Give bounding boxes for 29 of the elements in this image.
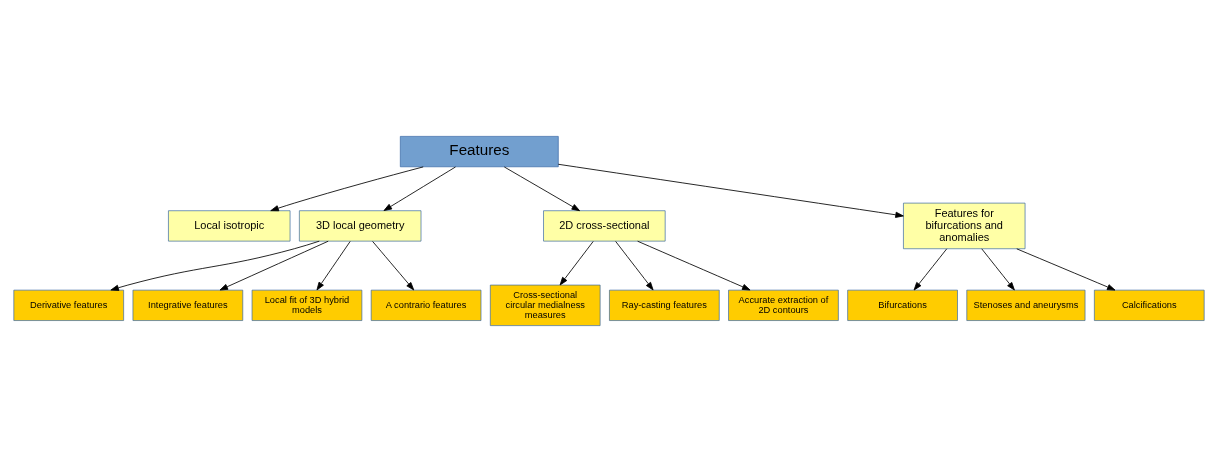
node-box: Ray-casting features (609, 289, 720, 321)
node-box: Calcifications (1094, 289, 1205, 321)
arrow (1016, 248, 1116, 291)
arrow (503, 166, 581, 212)
arrow (615, 240, 654, 291)
node-box: 2D cross-sectional (543, 210, 666, 242)
node-box: 3D local geometry (299, 210, 422, 242)
arrow (372, 240, 415, 291)
node-box: Features (400, 136, 559, 168)
node-box: Accurate extraction of 2D contours (728, 289, 839, 321)
node-box: Bifurcations (847, 289, 958, 321)
arrow (316, 240, 351, 291)
arrow (981, 248, 1015, 291)
arrow (110, 240, 320, 291)
arrow (637, 240, 751, 291)
arrow (383, 166, 456, 211)
node-box: Features for bifurcations and anomalies (903, 202, 1026, 250)
node-box: Integrative features (132, 289, 244, 321)
arrow (270, 166, 424, 212)
node-box: Cross-sectional circular medialness measures (489, 284, 601, 326)
node-box: A contrario features (370, 289, 482, 321)
arrow (559, 240, 594, 286)
arrow (913, 248, 948, 291)
node-box: Stenoses and aneurysms (966, 289, 1086, 321)
node-box: Local fit of 3D hybrid models (251, 289, 363, 321)
arrow (219, 240, 329, 291)
arrow (557, 163, 904, 218)
node-box: Derivative features (13, 289, 124, 321)
node-box: Local isotropic (168, 210, 291, 242)
